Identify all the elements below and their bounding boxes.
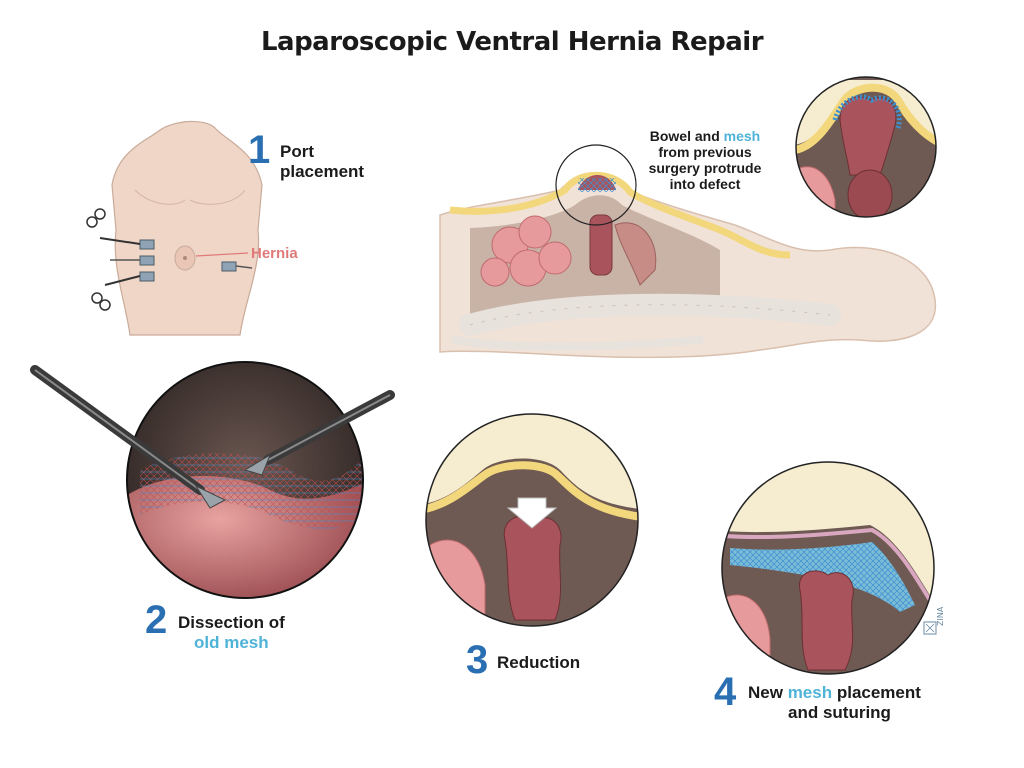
step-3-number: 3 [466, 638, 489, 682]
step-4-label-line2: and suturing [788, 702, 891, 722]
artist-signature-logo: ZINA [923, 606, 945, 635]
note-line3: surgery protrude [648, 160, 762, 177]
bowel-loops [480, 214, 657, 287]
step-1-label-line1: Port [280, 142, 314, 161]
step-2-label: Dissection of old mesh [178, 613, 285, 652]
spine [451, 293, 841, 351]
zoom-circle [555, 144, 637, 226]
torso-illustration [86, 120, 263, 336]
note-line1-mesh: mesh [723, 128, 761, 144]
note-line4: into defect [669, 176, 741, 193]
downward-arrow-icon [506, 497, 558, 529]
reduction-detail [425, 413, 639, 627]
step-2-number: 2 [145, 598, 168, 642]
laparoscopic-instruments [30, 365, 395, 509]
note-line1-pre: Bowel and [649, 128, 724, 144]
step-1-label-line2: placement [280, 161, 365, 181]
step-1-label: Port placement [280, 142, 364, 181]
step-2-label-line2: old mesh [194, 632, 269, 652]
zoom-detail-herniation [795, 76, 937, 218]
svg-text:ZINA: ZINA [936, 606, 945, 626]
step-4-line1-post: placement [832, 683, 921, 702]
trocar-ports [86, 208, 253, 311]
step-3-label: Reduction [497, 653, 581, 672]
note-line1: Bowel and mesh [630, 128, 780, 144]
page-title: Laparoscopic Ventral Hernia Repair [260, 27, 764, 57]
step-1-number: 1 [248, 128, 271, 172]
step-2-label-line1: Dissection of [178, 613, 285, 632]
sagittal-body-section [439, 144, 937, 359]
hernia-label: Hernia [251, 245, 298, 262]
step-4-line1-mesh: mesh [787, 683, 833, 702]
hernia-pointer-line [195, 252, 249, 257]
step-4-number: 4 [714, 670, 737, 714]
step-4-label-line1: New mesh placement [748, 683, 921, 703]
step-4-label: New mesh placement and suturing [748, 683, 921, 722]
laparoscopic-view [30, 361, 395, 599]
mesh-placement-detail [721, 461, 935, 675]
note-line2: from previous [658, 144, 752, 161]
bowel-mesh-note: Bowel and mesh from previous surgery pro… [630, 128, 780, 192]
step-4-line1-pre: New [748, 683, 788, 702]
